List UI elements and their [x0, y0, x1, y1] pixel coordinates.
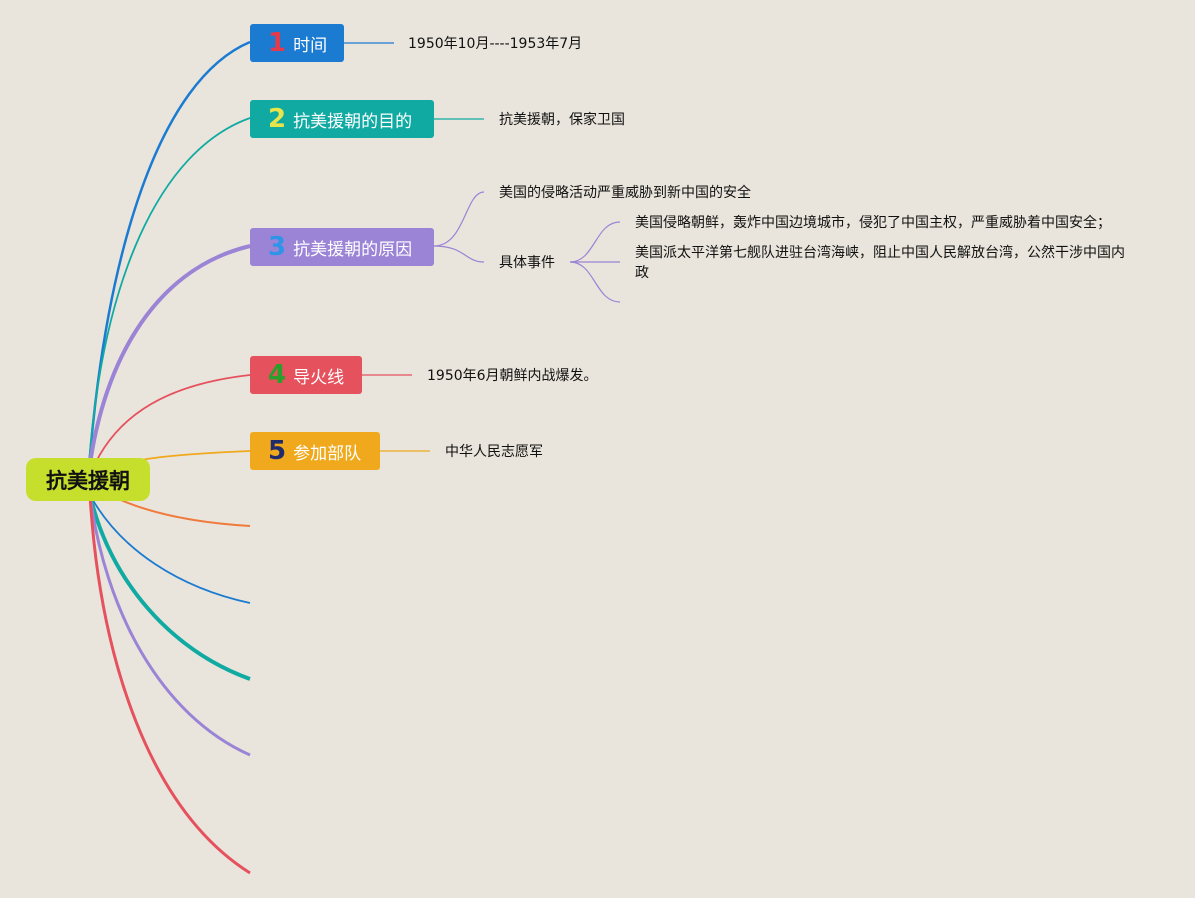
- connector-event-a: [569, 221, 621, 263]
- topic-purpose[interactable]: 2 抗美援朝的目的: [250, 100, 434, 138]
- topic-number: 2: [268, 104, 287, 134]
- root-topic-label: 抗美援朝: [46, 468, 130, 493]
- empty-branch-1: [109, 494, 251, 527]
- topic-label: 参加部队: [293, 443, 362, 464]
- leaf-purpose[interactable]: 抗美援朝，保家卫国: [499, 112, 625, 128]
- topic-label: 抗美援朝的目的: [293, 111, 413, 132]
- topic-label: 时间: [293, 35, 328, 56]
- topic-number: 1: [268, 28, 287, 58]
- topic-time[interactable]: 1 时间: [250, 24, 344, 62]
- leaf-troops[interactable]: 中华人民志愿军: [445, 444, 543, 460]
- topic-number: 3: [268, 232, 287, 262]
- branch-line-reason: [86, 244, 251, 481]
- connector-event-c: [569, 261, 621, 303]
- topic-label: 导火线: [293, 367, 345, 388]
- topic-number: 5: [268, 436, 287, 466]
- leaf-event-invasion[interactable]: 美国侵略朝鲜，轰炸中国边境城市，侵犯了中国主权，严重威胁着中国安全；: [635, 215, 1111, 231]
- topic-fuse[interactable]: 4 导火线: [250, 356, 362, 394]
- branch-line-purpose: [87, 117, 251, 481]
- connector-reason-b: [433, 245, 485, 263]
- empty-branch-3: [88, 494, 251, 681]
- leaf-fuse[interactable]: 1950年6月朝鲜内战爆发。: [427, 368, 598, 384]
- leaf-reason-threat[interactable]: 美国的侵略活动严重威胁到新中国的安全: [499, 185, 751, 201]
- topic-troops[interactable]: 5 参加部队: [250, 432, 380, 470]
- topic-label: 抗美援朝的原因: [293, 239, 413, 260]
- empty-branch-2: [89, 494, 251, 604]
- connector-reason-a: [433, 191, 485, 247]
- empty-branch-5: [88, 494, 251, 875]
- topic-reason[interactable]: 3 抗美援朝的原因: [250, 228, 434, 266]
- topic-number: 4: [268, 360, 287, 390]
- leaf-time-range[interactable]: 1950年10月----1953年7月: [408, 36, 583, 52]
- leaf-reason-events[interactable]: 具体事件: [499, 255, 555, 271]
- leaf-event-fleet[interactable]: 美国派太平洋第七舰队进驻台湾海峡，阻止中国人民解放台湾，公然干涉中国内政: [635, 245, 1125, 281]
- empty-branch-4: [88, 494, 251, 757]
- branch-line-time: [86, 40, 251, 481]
- root-topic[interactable]: 抗美援朝: [26, 458, 150, 501]
